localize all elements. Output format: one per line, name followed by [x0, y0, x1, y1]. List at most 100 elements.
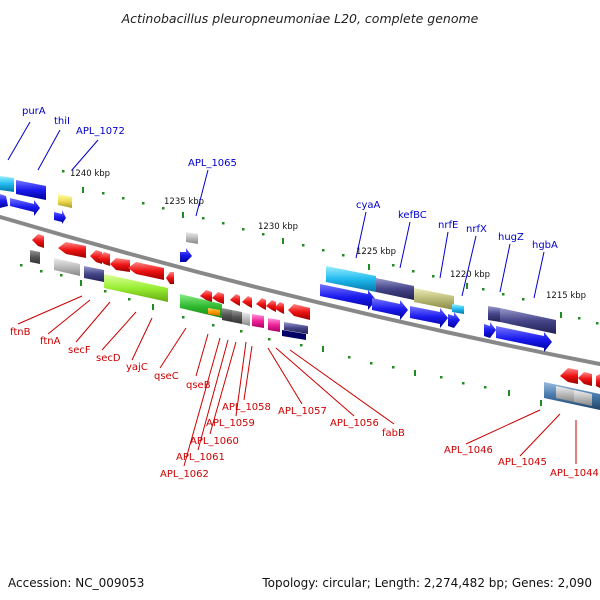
gene-hugZ[interactable] [488, 306, 500, 322]
bottom-labels: ftnB ftnA secF secD yajC qseC qseB APL_1… [10, 327, 599, 480]
gene-reverse[interactable] [574, 390, 592, 406]
gene-hgbA[interactable] [500, 308, 556, 334]
gene-label-purA[interactable]: purA [22, 106, 46, 117]
gene-APL_1046[interactable] [560, 368, 578, 384]
gene-ftnB[interactable] [58, 242, 86, 258]
gene-nrfE[interactable] [414, 288, 454, 310]
gene-reverse[interactable] [578, 372, 592, 386]
gene-APL_1060[interactable] [242, 312, 250, 326]
gene-forward[interactable] [320, 284, 376, 310]
gene-label-nrfX[interactable]: nrfX [466, 224, 487, 235]
gene-reverse[interactable] [200, 290, 212, 302]
gene-reverse[interactable] [32, 234, 44, 248]
gene-label-APL_1061[interactable]: APL_1061 [176, 452, 225, 463]
gene-qseB[interactable] [208, 308, 220, 316]
gene-nrfX[interactable] [452, 304, 464, 314]
gene-label-APL_1056[interactable]: APL_1056 [330, 418, 379, 429]
gene-reverse[interactable] [30, 250, 40, 264]
tick-label: 1215 kbp [546, 291, 586, 301]
gene-forward[interactable] [484, 322, 496, 338]
gene-label-cyaA[interactable]: cyaA [356, 200, 381, 211]
gene-cyaA[interactable] [326, 266, 376, 292]
gene-forward[interactable] [372, 298, 408, 320]
tick-label: 1235 kbp [164, 197, 204, 207]
genome-backbone [0, 214, 600, 367]
gene-label-APL_1059[interactable]: APL_1059 [206, 418, 255, 429]
gene-forward[interactable] [448, 312, 460, 328]
gene-APL_1059[interactable] [252, 314, 264, 328]
genome-summary: Topology: circular; Length: 2,274,482 bp… [261, 576, 592, 590]
gene-label-secD[interactable]: secD [96, 353, 121, 364]
gene-forward[interactable] [0, 194, 8, 208]
gene-APL_1044[interactable] [556, 386, 574, 402]
gene-label-APL_1045[interactable]: APL_1045 [498, 457, 547, 468]
gene-label-kefBC[interactable]: kefBC [398, 210, 427, 221]
gene-label-APL_1057[interactable]: APL_1057 [278, 406, 327, 417]
gene-label-ftnB[interactable]: ftnB [10, 327, 31, 338]
outer-tick-ring [62, 170, 599, 325]
gene-forward[interactable] [410, 306, 448, 328]
gene-label-yajC[interactable]: yajC [126, 362, 148, 373]
gene-secF[interactable] [84, 266, 104, 282]
tick-labels: 1240 kbp 1235 kbp 1230 kbp 1225 kbp 1220… [70, 169, 586, 301]
gene-label-nrfE[interactable]: nrfE [438, 220, 458, 231]
gene-reverse[interactable] [288, 304, 310, 320]
top-labels: purA thiI APL_1072 APL_1065 cyaA kefBC n… [22, 106, 558, 251]
gene-forward[interactable] [54, 210, 66, 224]
gene-purA[interactable] [0, 176, 14, 192]
gene-label-APL_1062[interactable]: APL_1062 [160, 469, 209, 480]
forward-strand-genes [0, 176, 556, 352]
gene-reverse[interactable] [90, 250, 102, 264]
top-leader-lines [7, 121, 545, 299]
gene-APL_1058[interactable] [268, 318, 280, 332]
gene-label-APL_1044[interactable]: APL_1044 [550, 468, 599, 479]
gene-reverse[interactable] [128, 262, 164, 280]
tick-label: 1225 kbp [356, 247, 396, 257]
gene-reverse[interactable] [98, 252, 110, 266]
gene-reverse[interactable] [166, 272, 174, 284]
gene-label-APL_1058[interactable]: APL_1058 [222, 402, 271, 413]
gene-reverse[interactable] [266, 300, 276, 312]
gene-thiI[interactable] [16, 180, 46, 200]
gene-secD[interactable] [104, 274, 168, 302]
gene-APL_1056[interactable] [282, 330, 306, 340]
accession-text: Accession: NC_009053 [8, 576, 144, 590]
gene-label-qseC[interactable]: qseC [154, 371, 179, 382]
gene-label-secF[interactable]: secF [68, 345, 91, 356]
gene-reverse[interactable] [230, 294, 240, 306]
inner-tick-ring [20, 264, 542, 406]
bottom-leader-lines [17, 295, 577, 467]
gene-APL_1057[interactable] [284, 322, 308, 334]
gene-APL_1061[interactable] [232, 310, 242, 324]
gene-reverse[interactable] [274, 302, 284, 314]
gene-label-hugZ[interactable]: hugZ [498, 232, 524, 243]
tick-label: 1240 kbp [70, 169, 110, 179]
gene-label-qseB[interactable]: qseB [186, 380, 211, 391]
gene-reverse[interactable] [596, 374, 600, 388]
gene-APL_1072[interactable] [58, 194, 72, 208]
gene-label-fabB[interactable]: fabB [382, 428, 405, 439]
gene-APL_1065[interactable] [186, 232, 198, 244]
gene-label-APL_1072[interactable]: APL_1072 [76, 126, 125, 137]
tick-label: 1230 kbp [258, 222, 298, 232]
gene-reverse[interactable] [212, 292, 224, 304]
gene-label-APL_1060[interactable]: APL_1060 [190, 436, 239, 447]
gene-label-APL_1065[interactable]: APL_1065 [188, 158, 237, 169]
gene-label-hgbA[interactable]: hgbA [532, 240, 558, 251]
gene-label-thiI[interactable]: thiI [54, 116, 70, 127]
gene-reverse[interactable] [242, 296, 252, 308]
reverse-strand-genes [30, 234, 600, 410]
map-title: Actinobacillus pleuropneumoniae L20, com… [121, 11, 479, 26]
gene-reverse[interactable] [110, 258, 130, 272]
gene-forward[interactable] [10, 198, 40, 216]
gene-forward[interactable] [496, 326, 552, 352]
gene-forward[interactable] [180, 248, 192, 262]
gene-label-ftnA[interactable]: ftnA [40, 336, 61, 347]
gene-label-APL_1046[interactable]: APL_1046 [444, 445, 493, 456]
tick-label: 1220 kbp [450, 270, 490, 280]
gene-APL_1062[interactable] [222, 308, 232, 322]
gene-ftnA[interactable] [54, 258, 80, 276]
gene-kefBC[interactable] [376, 278, 414, 300]
gene-reverse[interactable] [256, 298, 266, 310]
